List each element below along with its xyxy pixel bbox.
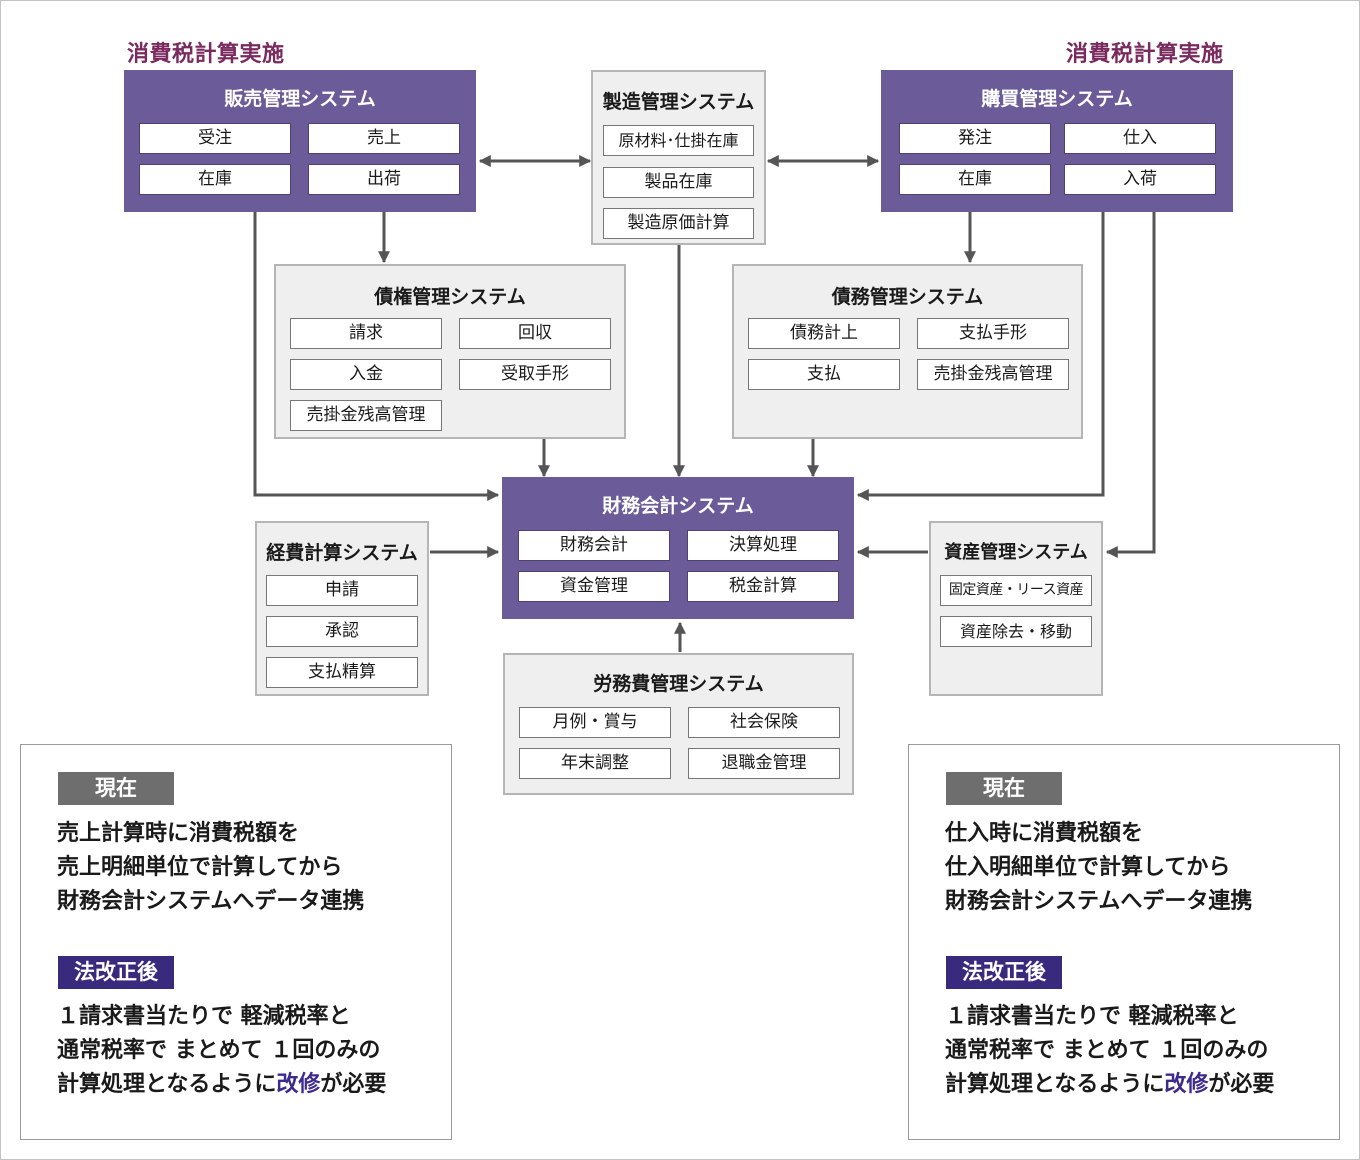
note-panel-left: 現在 売上計算時に消費税額を 売上明細単位で計算してから 財務会計システムへデー…: [20, 744, 452, 1140]
after-line-left-3: 計算処理となるように改修が必要: [57, 1068, 386, 1102]
after-line-right-2: 通常税率で まとめて １回のみの: [945, 1038, 1269, 1063]
payables-management-system: 債務管理システム 債務計上 支払手形 支払 売掛金残高管理: [732, 264, 1083, 439]
purchasing-system-title: 購買管理システム: [981, 88, 1133, 110]
assets-item-removal: 資産除去・移動: [940, 616, 1092, 647]
receivables-system-title: 債権管理システム: [374, 286, 526, 308]
expenses-system-title: 経費計算システム: [266, 542, 418, 564]
manufacturing-management-system: 製造管理システム 原材料･仕掛在庫 製品在庫 製造原価計算: [591, 70, 766, 245]
after-line-left-1: １請求書当たりで 軽減税率と: [57, 1004, 351, 1029]
financial-accounting-system: 財務会計システム 財務会計 決算処理 資金管理 税金計算: [502, 477, 854, 619]
accounting-item-tax: 税金計算: [687, 571, 839, 602]
purchasing-item-purchase: 仕入: [1064, 123, 1216, 154]
labor-system-title: 労務費管理システム: [593, 673, 764, 695]
consumption-tax-label-right: 消費税計算実施: [1066, 42, 1224, 67]
receivables-item-balance: 売掛金残高管理: [290, 400, 442, 431]
accounting-item-funds: 資金管理: [518, 571, 670, 602]
after-line-left-2: 通常税率で まとめて １回のみの: [57, 1038, 381, 1063]
accounting-system-title: 財務会計システム: [602, 495, 754, 517]
labor-item-retirement: 退職金管理: [688, 748, 840, 779]
now-text-right: 仕入時に消費税額を 仕入明細単位で計算してから 財務会計システムへデータ連携: [945, 817, 1252, 919]
purchasing-item-order: 発注: [899, 123, 1051, 154]
arrow-purchasing-accounting: [856, 212, 1105, 501]
after-text-right: １請求書当たりで 軽減税率と 通常税率で まとめて １回のみの 計算処理となるよ…: [945, 1000, 1274, 1102]
after-line-left-3-accent: 改修: [276, 1072, 321, 1097]
now-badge-left: 現在: [58, 772, 174, 805]
receivables-item-billing: 請求: [290, 318, 442, 349]
expense-calculation-system: 経費計算システム 申請 承認 支払精算: [255, 521, 429, 696]
sales-system-title: 販売管理システム: [224, 88, 376, 110]
accounting-item-closing: 決算処理: [687, 530, 839, 561]
now-line-right-3: 財務会計システムへデータ連携: [945, 889, 1253, 914]
now-line-left-1: 売上計算時に消費税額を: [57, 821, 300, 846]
after-amendment-badge-right: 法改正後: [946, 956, 1062, 989]
purchasing-management-system: 購買管理システム 発注 仕入 在庫 入荷: [881, 70, 1233, 212]
after-line-right-3-post: が必要: [1208, 1072, 1275, 1097]
after-line-left-3-post: が必要: [320, 1072, 387, 1097]
sales-item-order: 受注: [139, 123, 291, 154]
labor-item-year-end: 年末調整: [519, 748, 671, 779]
payables-item-balance: 売掛金残高管理: [917, 359, 1069, 390]
consumption-tax-label-left: 消費税計算実施: [127, 42, 285, 67]
after-text-left: １請求書当たりで 軽減税率と 通常税率で まとめて １回のみの 計算処理となるよ…: [57, 1000, 386, 1102]
purchasing-item-arrival: 入荷: [1064, 164, 1216, 195]
labor-item-social-insurance: 社会保険: [688, 707, 840, 738]
after-line-left-3-pre: 計算処理となるように: [57, 1072, 277, 1097]
labor-cost-management-system: 労務費管理システム 月例・賞与 社会保険 年末調整 退職金管理: [503, 653, 854, 795]
expenses-item-approval: 承認: [266, 616, 418, 647]
sales-item-revenue: 売上: [308, 123, 460, 154]
after-line-right-3: 計算処理となるように改修が必要: [945, 1068, 1274, 1102]
receivables-item-collection: 回収: [459, 318, 611, 349]
now-text-left: 売上計算時に消費税額を 売上明細単位で計算してから 財務会計システムへデータ連携: [57, 817, 364, 919]
manufacturing-item-materials: 原材料･仕掛在庫: [603, 125, 754, 156]
sales-item-stock: 在庫: [139, 164, 291, 195]
payables-item-recording: 債務計上: [748, 318, 900, 349]
accounting-item-financial: 財務会計: [518, 530, 670, 561]
after-line-right-3-pre: 計算処理となるように: [945, 1072, 1165, 1097]
after-amendment-badge-left: 法改正後: [58, 956, 174, 989]
labor-item-monthly-bonus: 月例・賞与: [519, 707, 671, 738]
note-panel-right: 現在 仕入時に消費税額を 仕入明細単位で計算してから 財務会計システムへデータ連…: [908, 744, 1340, 1140]
now-line-left-3: 財務会計システムへデータ連携: [57, 889, 365, 914]
assets-system-title: 資産管理システム: [944, 542, 1088, 563]
sales-management-system: 販売管理システム 受注 売上 在庫 出荷: [124, 70, 476, 212]
expenses-item-application: 申請: [266, 575, 418, 606]
receivables-item-deposit: 入金: [290, 359, 442, 390]
arrow-purchasing-assets: [1105, 212, 1156, 558]
payables-item-payment: 支払: [748, 359, 900, 390]
receivables-item-notes: 受取手形: [459, 359, 611, 390]
asset-management-system: 資産管理システム 固定資産・リース資産 資産除去・移動: [929, 521, 1103, 696]
sales-item-shipping: 出荷: [308, 164, 460, 195]
arrow-sales-accounting: [253, 212, 500, 501]
after-line-right-3-accent: 改修: [1164, 1072, 1209, 1097]
expenses-item-settlement: 支払精算: [266, 657, 418, 688]
manufacturing-item-products: 製品在庫: [603, 167, 754, 198]
receivables-management-system: 債権管理システム 請求 回収 入金 受取手形 売掛金残高管理: [274, 264, 626, 439]
now-line-right-1: 仕入時に消費税額を: [945, 821, 1144, 846]
assets-item-fixed-lease: 固定資産・リース資産: [940, 575, 1092, 606]
purchasing-item-stock: 在庫: [899, 164, 1051, 195]
manufacturing-item-costing: 製造原価計算: [603, 208, 754, 239]
now-badge-right: 現在: [946, 772, 1062, 805]
payables-item-notes: 支払手形: [917, 318, 1069, 349]
now-line-left-2: 売上明細単位で計算してから: [57, 855, 343, 880]
now-line-right-2: 仕入明細単位で計算してから: [945, 855, 1231, 880]
payables-system-title: 債務管理システム: [831, 286, 984, 308]
after-line-right-1: １請求書当たりで 軽減税率と: [945, 1004, 1239, 1029]
manufacturing-system-title: 製造管理システム: [602, 91, 755, 113]
